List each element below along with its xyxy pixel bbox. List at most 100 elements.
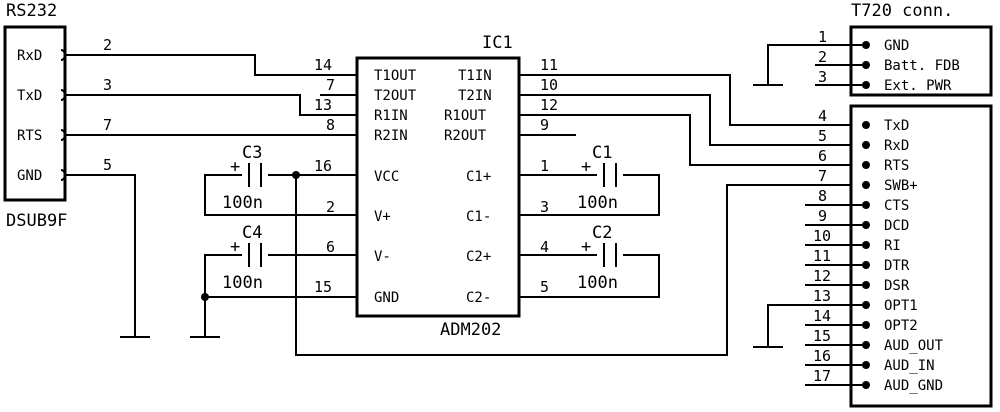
wire-t720-gnd <box>767 44 862 85</box>
ic-pin-label: T1IN <box>458 68 492 84</box>
ic-pin-label: C1+ <box>466 169 491 185</box>
t720-pin-num: 5 <box>818 127 827 145</box>
ic-pin-num: 10 <box>540 76 558 94</box>
rs232-title: RS232 <box>6 1 57 21</box>
rs232-connector-body <box>3 25 67 202</box>
ic-ref: IC1 <box>482 33 513 53</box>
ic-part-number: ADM202 <box>440 320 501 340</box>
t720-pin-label: RI <box>884 238 901 254</box>
t720-pin-label: AUD_IN <box>884 358 935 374</box>
ic-pin-label: GND <box>374 290 399 306</box>
ic-pin-label: T2IN <box>458 88 492 104</box>
pin-dot <box>862 201 870 209</box>
pin-dot <box>862 161 870 169</box>
ic-pin-num: 5 <box>540 278 549 296</box>
wire-rxd-t1out <box>66 54 357 76</box>
pin-dot <box>862 321 870 329</box>
ic-pin-label: R1OUT <box>444 108 487 124</box>
rs232-pin-num: 2 <box>103 36 112 54</box>
t720-pin-num: 11 <box>813 247 831 265</box>
t720-pin-label: RTS <box>884 158 909 174</box>
t720-pin-label: GND <box>884 38 909 54</box>
ic-pin-num: 14 <box>314 56 332 74</box>
t720-pin-label: AUD_GND <box>884 378 943 394</box>
t720-pin-num: 16 <box>813 347 831 365</box>
rs232-socket-icon <box>60 89 66 101</box>
pin-dot <box>862 261 870 269</box>
pin-dot <box>862 61 870 69</box>
wire-t720-opt1 <box>767 304 862 347</box>
rs232-socket-icon <box>60 49 66 61</box>
wire-r1out-rts <box>519 114 862 166</box>
rs232-pin-num: 7 <box>103 116 112 134</box>
pin-dot <box>862 341 870 349</box>
pin-dot <box>862 141 870 149</box>
t720-pin-num: 4 <box>818 107 827 125</box>
rs232-pin-num: 5 <box>103 156 112 174</box>
t720-pin-num: 7 <box>818 167 827 185</box>
ic-pin-num: 15 <box>314 278 332 296</box>
pin-dot <box>862 361 870 369</box>
t720-pin-label: OPT1 <box>884 298 918 314</box>
ic-pin-label: R2OUT <box>444 128 487 144</box>
ic-pin-num: 13 <box>314 96 332 114</box>
ic-pin-num: 2 <box>326 198 335 216</box>
rs232-pin-num: 3 <box>103 76 112 94</box>
rs232-socket-icon <box>60 169 66 181</box>
rs232-socket-icon <box>60 129 66 141</box>
ic-pin-label: R2IN <box>374 128 408 144</box>
t720-pin-num: 14 <box>813 307 831 325</box>
pin-dot <box>862 301 870 309</box>
t720-pin-label: AUD_OUT <box>884 338 944 354</box>
c3-value: 100n <box>222 193 263 213</box>
ic-pin-num: 12 <box>540 96 558 114</box>
t720-pin-label: OPT2 <box>884 318 918 334</box>
rs232-pin-label-rxd: RxD <box>17 48 42 64</box>
t720-pin-num: 2 <box>818 48 827 66</box>
t720-pin-label: DSR <box>884 278 910 294</box>
pin-dot <box>862 381 870 389</box>
ic-pin-num: 1 <box>540 157 549 175</box>
ic-pin-num: 8 <box>326 116 335 134</box>
ic-pin-label: R1IN <box>374 108 408 124</box>
ic-pin-label: C2+ <box>466 249 491 265</box>
ic-pin-label: V- <box>374 249 391 265</box>
t720-pin-label: SWB+ <box>884 178 918 194</box>
wire-t1in-txd <box>519 74 862 126</box>
ic-pin-label: C1- <box>466 209 491 225</box>
wire-txd-r1in <box>66 94 357 116</box>
pin-dot <box>862 221 870 229</box>
ic-body <box>355 56 521 318</box>
t720-pin-label: DTR <box>884 258 910 274</box>
c2-ref: C2 <box>592 223 612 243</box>
ic-pin-num: 11 <box>540 56 558 74</box>
ic-pin-num: 9 <box>540 116 549 134</box>
pin-dot <box>862 81 870 89</box>
ic-pin-label: C2- <box>466 290 491 306</box>
junction-dot <box>201 293 209 301</box>
t720-pin-label: CTS <box>884 198 909 214</box>
c2-polarity-plus: + <box>581 237 591 257</box>
t720-bottom-pins: 4 5 6 7 8 9 10 11 12 13 14 15 16 17 TxD … <box>813 107 944 394</box>
t720-pin-num: 9 <box>818 207 827 225</box>
t720-bottom-block <box>849 104 993 408</box>
ic-pin-num: 16 <box>314 157 332 175</box>
wire-c4-gnd <box>204 254 242 337</box>
pin-dot <box>862 121 870 129</box>
t720-pin-num: 17 <box>813 367 831 385</box>
ic-pin-label: T1OUT <box>374 68 417 84</box>
pin-dot <box>862 181 870 189</box>
rs232-pin-label-gnd: GND <box>17 168 42 184</box>
pin-dot <box>862 41 870 49</box>
ic-pin-num: 7 <box>326 76 335 94</box>
ic-pin-num: 3 <box>540 198 549 216</box>
t720-pin-num: 8 <box>818 187 827 205</box>
rs232-subtitle: DSUB9F <box>6 211 67 231</box>
ic-pin-label: V+ <box>374 209 391 225</box>
t720-pin-num: 6 <box>818 147 827 165</box>
c3-polarity-plus: + <box>230 157 240 177</box>
t720-pin-num: 13 <box>813 287 831 305</box>
c1-value: 100n <box>577 193 618 213</box>
ic-pin-num: 4 <box>540 238 549 256</box>
c4-ref: C4 <box>242 223 262 243</box>
